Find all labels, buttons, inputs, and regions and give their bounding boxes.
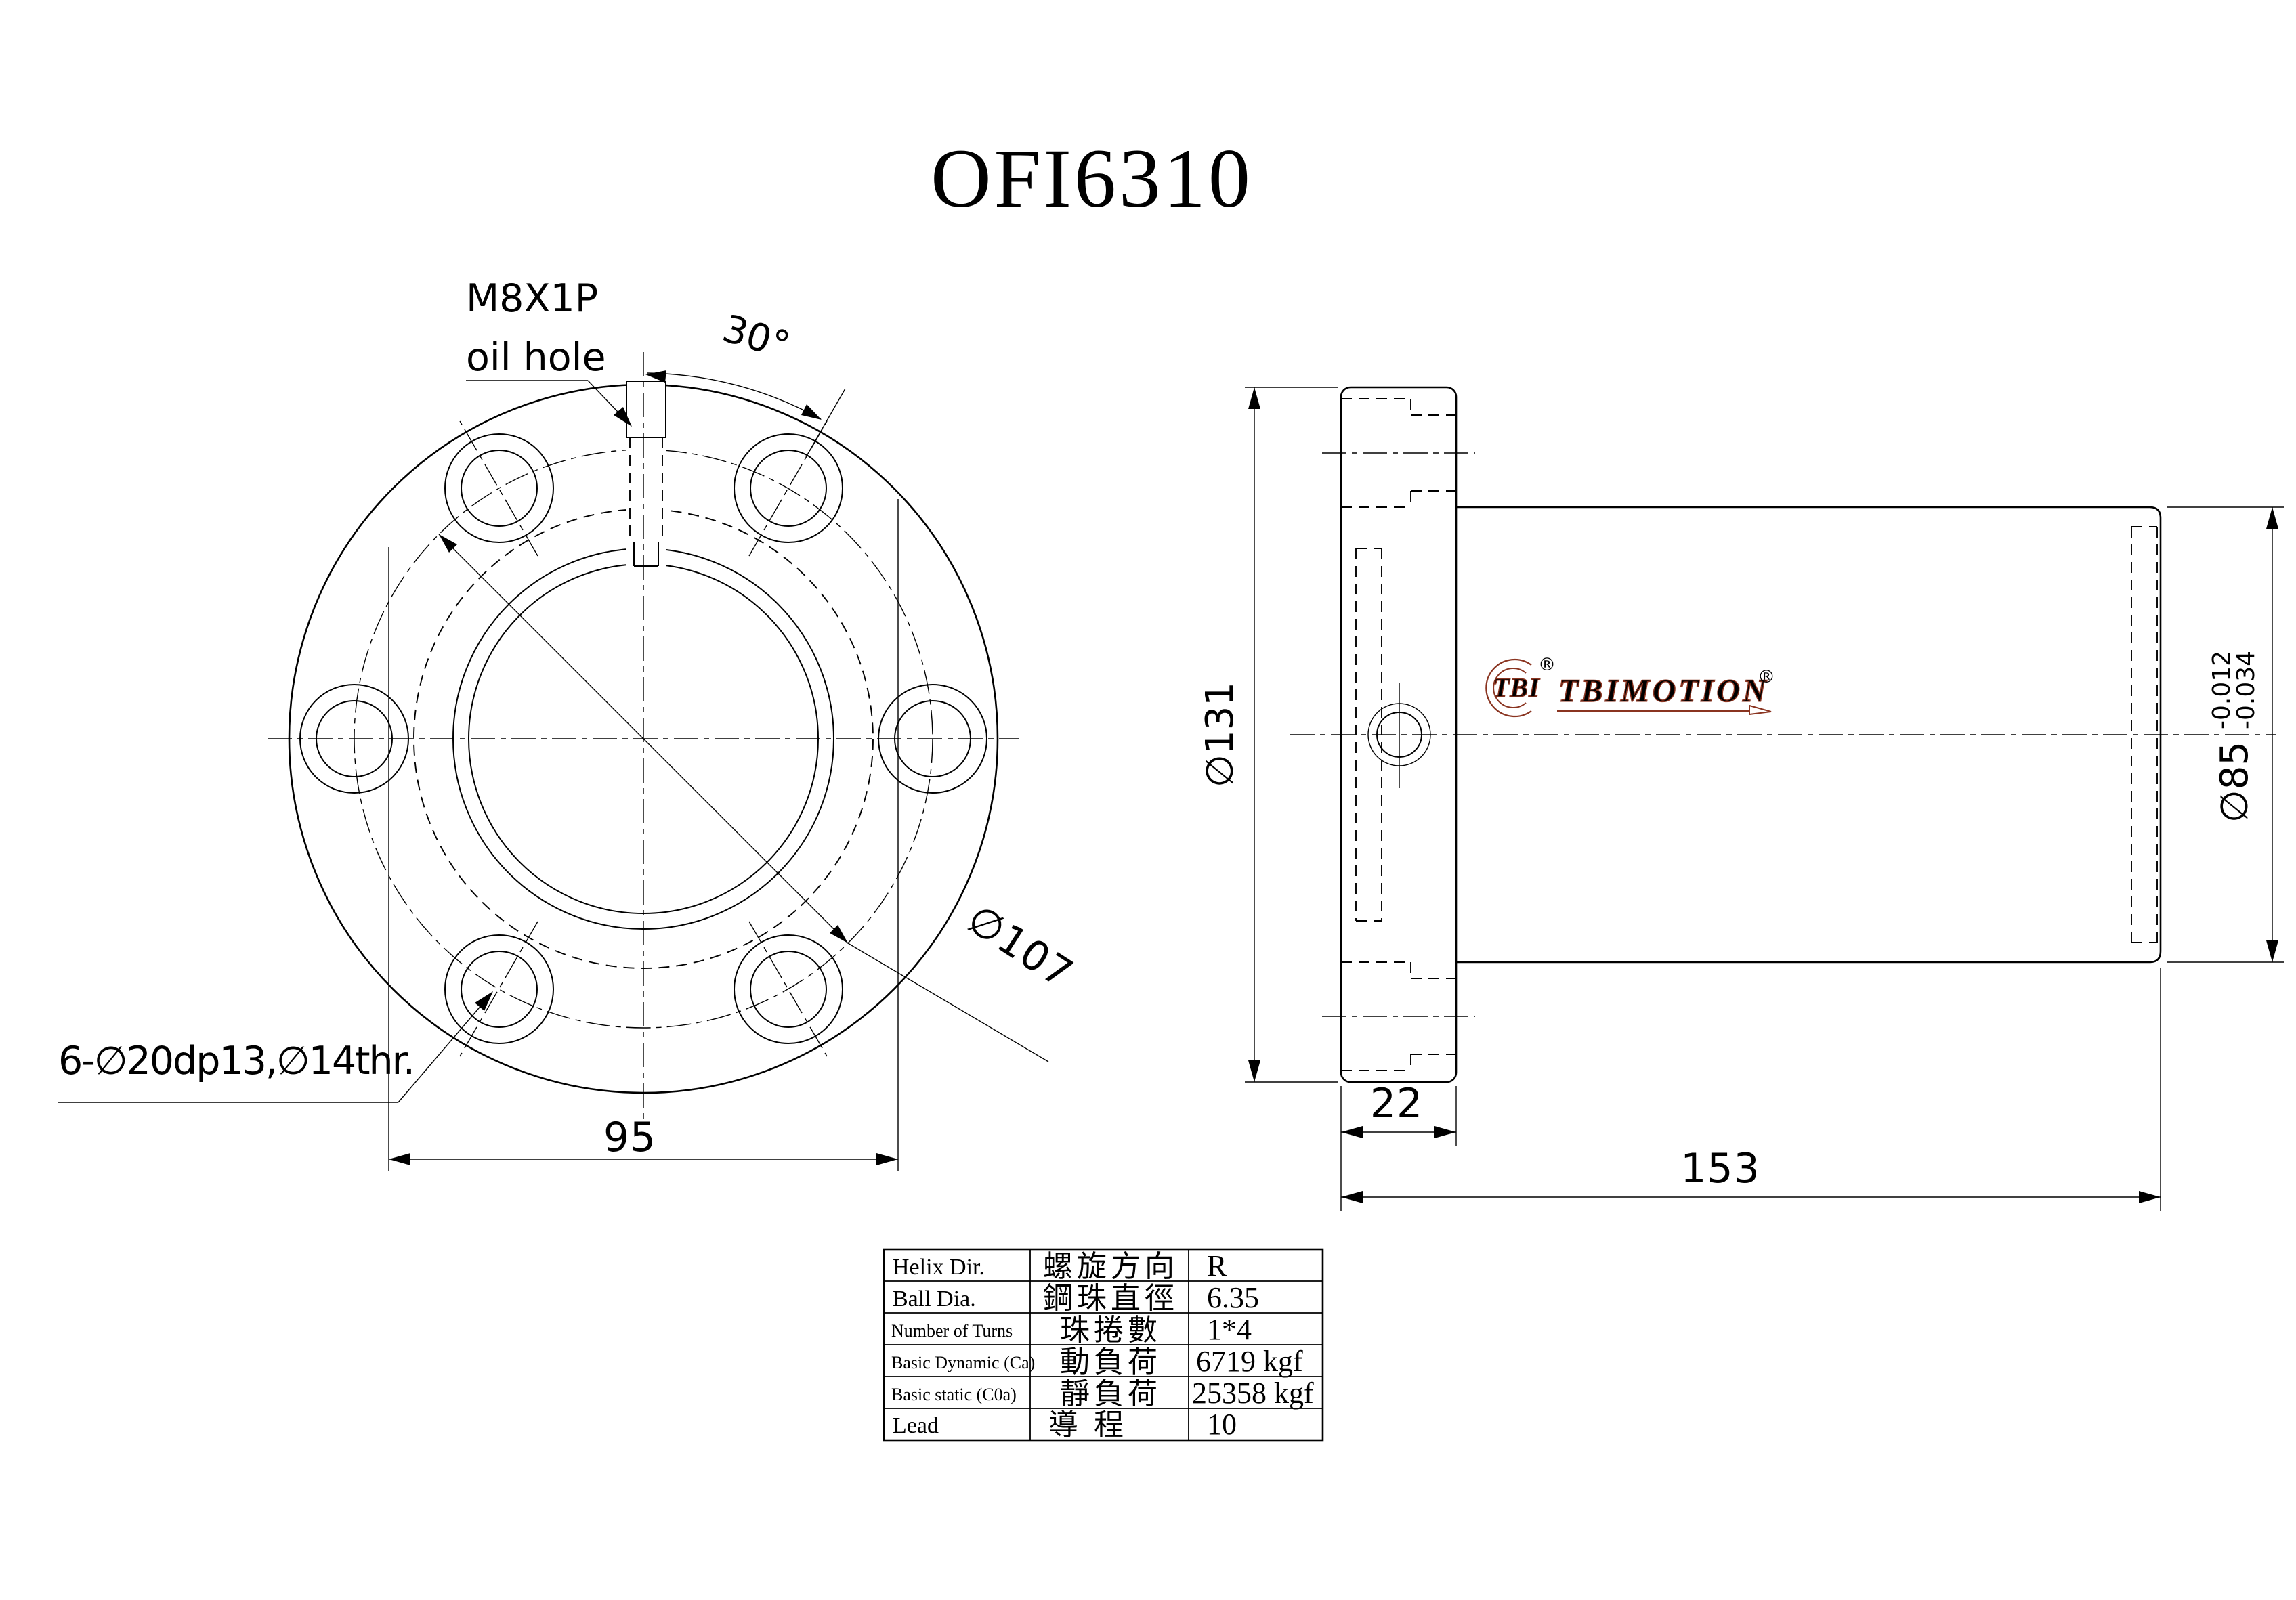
bolt-hole-callout-text: 6-∅20dp13,∅14thr. [58, 1039, 414, 1083]
table-row: Ball Dia. 鋼珠直徑 6.35 [893, 1281, 1259, 1315]
table-row: Basic Dynamic (Ca) 動負荷 6719 kgf [891, 1345, 1303, 1379]
body-dia-tol-upper: -0.012 [2208, 651, 2236, 729]
oil-hole-label-line2: oil hole [466, 335, 606, 380]
total-length-text: 153 [1680, 1145, 1760, 1192]
front-view: 30° M8X1P oil hole ∅107 6-∅20dp13,∅14thr… [58, 276, 1082, 1171]
table-row: Basic static (C0a) 靜負荷 25358 kgf [891, 1377, 1314, 1410]
hidden-bolt-hole-top [1322, 398, 1475, 508]
bolt-holes [299, 420, 987, 1057]
logo-arrow-icon [1749, 704, 1772, 716]
logo-c-outer [1485, 658, 1532, 718]
row-zh: 動負荷 [1060, 1345, 1162, 1379]
row-value: 25358 kgf [1192, 1377, 1314, 1410]
table-row: Lead 導 程 10 [893, 1408, 1237, 1442]
flange-dia-dimension: ∅131 [1198, 387, 1338, 1083]
table-row: Helix Dir. 螺旋方向 R [893, 1249, 1227, 1283]
bolt-circle-dim-text: ∅107 [958, 895, 1081, 998]
oil-hole-label-line1: M8X1P [466, 276, 598, 321]
table-row: Number of Turns 珠捲數 1*4 [891, 1313, 1252, 1347]
angle-dimension: 30° [645, 307, 846, 458]
row-zh: 珠捲數 [1060, 1314, 1162, 1347]
tbi-logo: TBI ® TBIMOTION ® [1485, 655, 1775, 718]
spec-table: Helix Dir. 螺旋方向 R Ball Dia. 鋼珠直徑 6.35 Nu… [883, 1248, 1324, 1442]
logo-brand-reg-icon: ® [1758, 667, 1775, 687]
width-dim-text: 95 [603, 1114, 656, 1161]
row-value: 6.35 [1207, 1281, 1259, 1314]
row-zh: 鋼珠直徑 [1043, 1282, 1178, 1315]
row-en: Helix Dir. [893, 1255, 985, 1280]
row-value: 6719 kgf [1196, 1345, 1303, 1378]
oil-hole-label: M8X1P oil hole [466, 276, 632, 427]
body-dia-text: ∅85 [2213, 741, 2257, 823]
width-dimension: 95 [388, 499, 899, 1171]
body-dia-dimension: ∅85 -0.012 -0.034 [2167, 506, 2284, 963]
right-hidden-groove [2131, 526, 2158, 943]
flange-dia-text: ∅131 [1198, 682, 1242, 787]
bolt-circle-dimension: ∅107 [438, 534, 1082, 1062]
row-value: 10 [1207, 1408, 1237, 1441]
row-en: Number of Turns [891, 1321, 1013, 1341]
oil-hole-slot [626, 381, 666, 567]
flange-thickness-dimension: 22 [1340, 1080, 1457, 1211]
logo-reg-icon: ® [1538, 655, 1556, 675]
side-view: ∅131 ∅85 -0.012 -0.034 22 [1198, 386, 2284, 1211]
logo-brand-text: TBIMOTION [1558, 673, 1769, 709]
bolt-hole-callout: 6-∅20dp13,∅14thr. [58, 991, 493, 1103]
logo-tbi-text: TBI [1493, 672, 1540, 703]
body-dia-tol-lower: -0.034 [2232, 651, 2260, 729]
row-en: Basic Dynamic (Ca) [891, 1353, 1035, 1372]
total-length-dimension: 153 [1341, 968, 2161, 1211]
row-en: Ball Dia. [893, 1287, 976, 1312]
side-oil-hole [1367, 683, 1431, 788]
row-zh: 導 程 [1048, 1408, 1128, 1442]
flange-thickness-text: 22 [1370, 1080, 1423, 1127]
slot-mask [626, 372, 666, 576]
drawing-title: OFI6310 [931, 132, 1253, 225]
row-zh: 螺旋方向 [1043, 1250, 1178, 1283]
row-zh: 靜負荷 [1060, 1377, 1162, 1410]
hidden-bolt-hole-bottom [1322, 961, 1475, 1071]
row-value: R [1207, 1249, 1227, 1282]
row-value: 1*4 [1207, 1313, 1252, 1346]
row-en: Basic static (C0a) [891, 1385, 1017, 1404]
angle-dim-text: 30° [717, 307, 794, 368]
logo-c-inner [1493, 668, 1527, 708]
row-en: Lead [893, 1413, 939, 1438]
